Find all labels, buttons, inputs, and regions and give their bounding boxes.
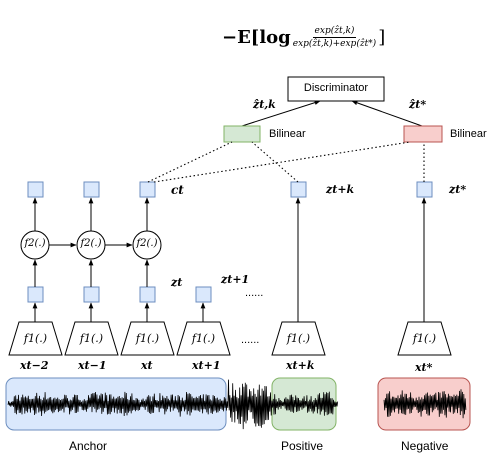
x-label-t-1: xt−1 (78, 359, 107, 372)
objective-formula: −E[log exp(ẑt,k) exp(ẑt,k)+exp(ẑt*) ] (222, 26, 385, 49)
dotted-links (147, 141, 425, 183)
waveform-negative (383, 389, 467, 419)
z-label-t: zt (171, 276, 183, 289)
z-label-t+1: zt+1 (221, 273, 250, 286)
f1-label-t+1: f1(.) (191, 332, 216, 345)
encoders (8, 321, 452, 356)
x-label-neg: xt* (415, 361, 433, 374)
label-anchor: Anchor (69, 439, 108, 453)
link-c-to-bilinear-neg (153, 141, 411, 183)
z-box-t (139, 286, 156, 303)
discriminator-label: Discriminator (303, 82, 369, 94)
f1-label-neg: f1(.) (412, 332, 437, 345)
bilinear-positive (223, 125, 261, 143)
c-box-t (139, 181, 156, 198)
z-box-t-1 (83, 286, 100, 303)
x-label-t+1: xt+1 (192, 359, 221, 372)
encoder-f1-t+k (271, 321, 326, 356)
encoder-f1-t-2 (8, 321, 63, 356)
encoder-f1-t-1 (64, 321, 119, 356)
arrow-bilinear-neg-disc (351, 100, 423, 127)
z-box-t+k (290, 181, 307, 198)
latent-boxes (27, 181, 433, 303)
waveform-main (7, 379, 339, 430)
z-label-neg: zt* (449, 183, 467, 196)
z-label-t+k: zt+k (326, 183, 355, 196)
ellipsis-enc: ...... (241, 334, 260, 346)
f2-label-t: f2(.) (136, 238, 158, 249)
objective-denominator: exp(ẑt,k)+exp(ẑt*) (292, 39, 377, 49)
bilinear-label-negative: Bilinear (450, 128, 487, 140)
f2-label-t-2: f2(.) (24, 238, 46, 249)
context-boxes (27, 181, 156, 198)
f2-label-t-1: f2(.) (80, 238, 102, 249)
x-label-t: xt (141, 359, 153, 372)
z-box-t-2 (27, 286, 44, 303)
link-z-tk-to-bilinear-pos (251, 141, 299, 183)
ellipsis-z: ...... (245, 287, 264, 299)
f1-label-t-1: f1(.) (79, 332, 104, 345)
x-label-t-2: xt−2 (20, 359, 49, 372)
score-negative: ẑt* (409, 98, 427, 111)
encoder-f1-t+1 (176, 321, 231, 356)
encoder-f1-t (120, 321, 175, 356)
score-positive: ẑt,k (253, 98, 276, 111)
arrow-bilinear-pos-disc (241, 100, 321, 127)
bilinear-negative (403, 125, 443, 143)
objective-numerator: exp(ẑt,k) (312, 26, 357, 38)
objective-fraction: exp(ẑt,k) exp(ẑt,k)+exp(ẑt*) (293, 26, 376, 49)
discriminator-box (287, 76, 385, 102)
c-box-t-2 (27, 181, 44, 198)
f1-label-t: f1(.) (135, 332, 160, 345)
bilinear-label-positive: Bilinear (269, 128, 306, 140)
label-positive: Positive (281, 439, 324, 453)
z-box-t+1 (195, 286, 212, 303)
f1-label-t-2: f1(.) (23, 332, 48, 345)
c-box-t-1 (83, 181, 100, 198)
arrows (32, 100, 427, 322)
objective-suffix: ] (378, 27, 386, 48)
objective-prefix: −E[log (222, 27, 291, 48)
z-box-neg (416, 181, 433, 198)
f1-label-t+k: f1(.) (286, 332, 311, 345)
label-negative: Negative (401, 439, 449, 453)
encoder-f1-neg (397, 321, 452, 356)
x-label-t+k: xt+k (286, 359, 315, 372)
context-label: ct (171, 183, 184, 197)
